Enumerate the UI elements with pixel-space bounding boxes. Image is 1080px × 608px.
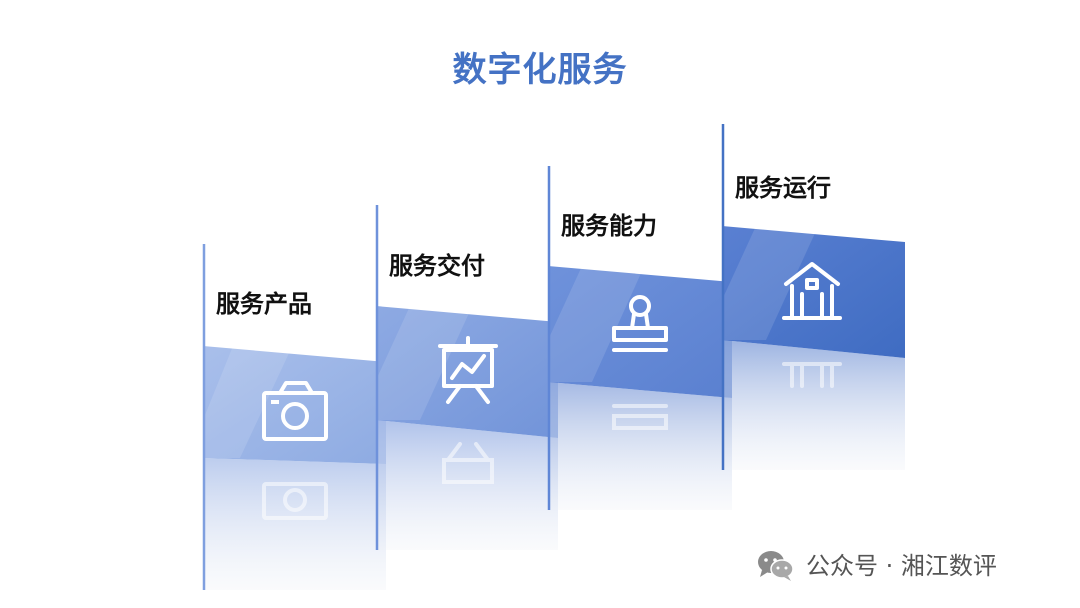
watermark-text: 公众号 · 湘江数评	[806, 552, 997, 580]
wechat-icon	[758, 551, 794, 581]
step-4	[721, 124, 905, 470]
step-4-block	[722, 226, 905, 358]
house-icon-reflection	[782, 362, 842, 388]
step-3	[547, 166, 732, 510]
step-2-reflection	[376, 420, 558, 550]
camera-icon-reflection	[262, 482, 328, 520]
step-1-label: 服务产品	[216, 290, 312, 318]
page-title: 数字化服务	[452, 50, 628, 90]
step-4-label: 服务运行	[735, 174, 831, 202]
step-1-reflection	[203, 458, 386, 590]
presentation-chart-icon	[438, 336, 498, 404]
step-3-label: 服务能力	[561, 212, 657, 240]
presentation-chart-icon-reflection	[442, 442, 494, 484]
step-2	[375, 205, 558, 550]
camera-icon	[262, 381, 328, 441]
step-4-reflection	[722, 340, 905, 470]
house-icon	[782, 262, 842, 320]
step-2-label: 服务交付	[389, 252, 485, 280]
step-1	[202, 244, 386, 590]
step-3-reflection	[548, 382, 732, 510]
stamp-icon-reflection	[612, 404, 668, 430]
step-3-block	[548, 266, 732, 398]
step-2-block	[376, 306, 558, 438]
stamp-icon	[612, 295, 668, 352]
watermark: 公众号 · 湘江数评	[756, 546, 997, 586]
